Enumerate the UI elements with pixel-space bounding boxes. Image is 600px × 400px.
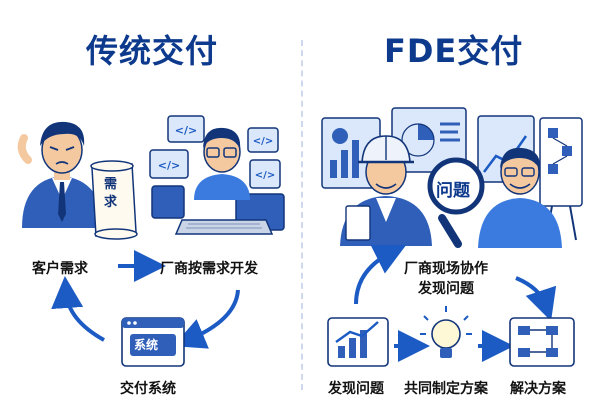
system-window <box>121 317 185 367</box>
developer-workstation: </> </> </> </> <box>149 115 285 235</box>
svg-text:</>: </> <box>253 136 273 147</box>
scroll-text: 需求 <box>104 177 118 210</box>
client-figure <box>478 147 562 248</box>
arrow-onsite-to-solution <box>515 276 557 322</box>
traditional-delivery-title: 传统交付 <box>86 32 219 70</box>
fde-delivery-title: FDE交付 <box>384 32 524 70</box>
label-find-problem: 发现问题 <box>328 381 384 397</box>
svg-text:</>: </> <box>158 159 180 172</box>
label-co-plan: 共同制定方案 <box>404 381 488 397</box>
arrow-system-to-need <box>51 276 105 342</box>
svg-text:</>: </> <box>175 124 197 137</box>
arrow-to-onsite <box>354 244 407 305</box>
svg-text:</>: </> <box>255 170 275 181</box>
find-problem-card <box>327 317 389 367</box>
label-solve-plan: 解决方案 <box>510 381 566 397</box>
lightbulb-icon <box>420 306 472 358</box>
label-vendor-dev: 厂商按需求开发 <box>160 261 258 277</box>
label-customer-need: 客户需求 <box>32 261 88 277</box>
customer-figure <box>17 121 104 228</box>
magnifier-text: 问题 <box>436 181 470 201</box>
label-onsite-collab: 厂商现场协作 <box>404 261 488 277</box>
field-engineer-figure <box>340 135 432 246</box>
label-find-problem-sub: 发现问题 <box>418 281 474 297</box>
requirements-scroll <box>90 160 138 240</box>
label-deliver-system: 交付系统 <box>120 381 176 397</box>
system-badge-text: 系统 <box>134 338 159 352</box>
arrow-dev-to-system <box>173 289 240 349</box>
section-divider <box>301 40 303 390</box>
magnifier-icon <box>427 157 485 248</box>
solution-flowchart-card <box>509 317 575 367</box>
